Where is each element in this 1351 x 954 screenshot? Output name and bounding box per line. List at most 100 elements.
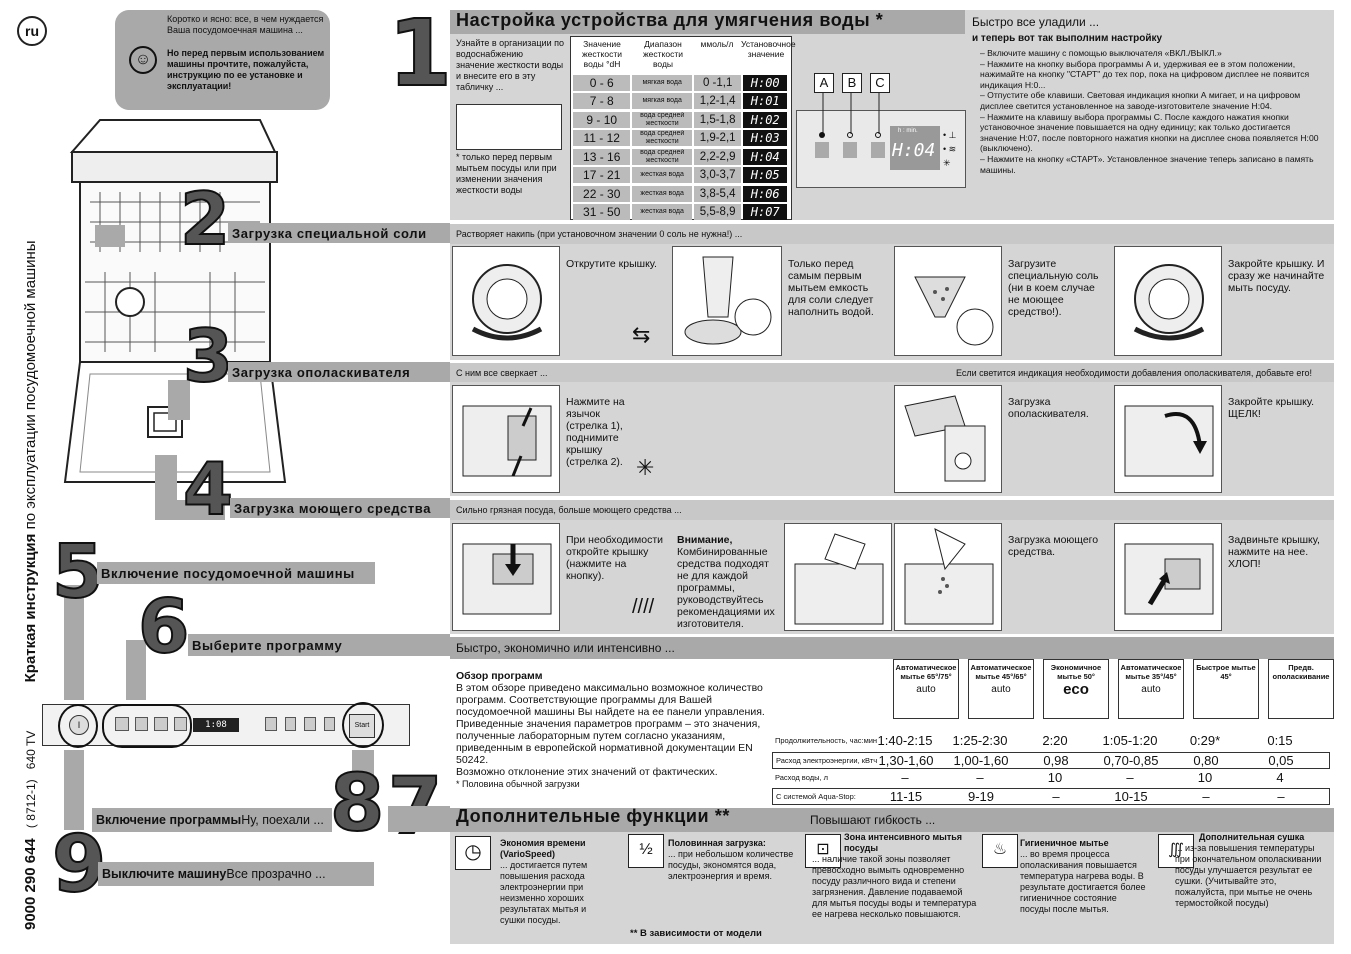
functions-bar bbox=[450, 808, 1334, 832]
step-number-4: 4 bbox=[182, 447, 234, 531]
button-a-label: A bbox=[814, 73, 834, 93]
program-buttons-highlight bbox=[102, 704, 192, 748]
hardness-cell-mmol: 0 -1,1 bbox=[693, 74, 742, 91]
spray-icon: //// bbox=[632, 596, 655, 618]
hardness-cell-range: жесткая вода bbox=[632, 185, 692, 202]
hardness-cell-mmol: 3,0-3,7 bbox=[693, 167, 742, 184]
program-row-value: 11-15 bbox=[889, 789, 923, 804]
hardness-cell-range: жесткая вода bbox=[632, 167, 692, 184]
hardness-cell-mmol: 1,2-1,4 bbox=[693, 93, 742, 110]
hardness-cell-mmol: 2,2-2,9 bbox=[693, 148, 742, 165]
program-button-b[interactable] bbox=[843, 142, 857, 158]
model-note: ** В зависимости от модели bbox=[630, 928, 762, 939]
instruction-5: – Нажмите на кнопку «СТАРТ». Установленн… bbox=[980, 153, 1314, 175]
program-row-value: 2:20 bbox=[1042, 733, 1068, 748]
lang-badge: ru bbox=[17, 16, 47, 46]
hardness-cell-set: H:04 bbox=[743, 148, 787, 165]
hardness-cell-set: H:06 bbox=[743, 185, 787, 202]
program-row-value: 9-19 bbox=[967, 789, 995, 804]
program-name: Предв. ополаскивание bbox=[1272, 663, 1330, 681]
intensive-zone-icon: ⊡ bbox=[805, 834, 841, 868]
program-symbol: auto bbox=[916, 684, 936, 695]
hardness-cell-range: вода средней жесткости bbox=[632, 148, 692, 165]
program-name: Экономичное мытье 50° bbox=[1050, 663, 1102, 681]
program-symbol: auto bbox=[1141, 684, 1161, 695]
program-row-value: 0:15 bbox=[1267, 733, 1293, 748]
hardness-cell-range: вода средней жесткости bbox=[632, 111, 692, 128]
col-head-mmol: ммоль/л bbox=[700, 39, 734, 49]
option-buttons[interactable] bbox=[265, 717, 335, 733]
rinse-illustration-1 bbox=[452, 385, 560, 493]
program-row-value: 0,80 bbox=[1193, 753, 1219, 768]
program-name: Автоматическое мытье 45°/65° bbox=[970, 663, 1032, 681]
flash-icon: ✳ bbox=[636, 455, 655, 480]
hardness-cell-range: мягкая вода bbox=[632, 93, 692, 110]
side-title-code2: ( 8712-1) bbox=[24, 779, 38, 829]
side-title-bold: Краткая инструкция bbox=[22, 533, 39, 683]
step-number-5: 5 bbox=[51, 529, 104, 615]
hardness-cell-set: H:00 bbox=[743, 74, 787, 91]
function-varioSpeed: Экономия времени (VarioSpeed) ... достиг… bbox=[500, 838, 588, 925]
program-row-value: 1,30-1,60 bbox=[878, 753, 934, 768]
detergent-subtitle: Сильно грязная посуда, больше моющего ср… bbox=[450, 500, 1334, 520]
salt-illustration-3 bbox=[894, 246, 1002, 356]
step-number-6: 6 bbox=[137, 584, 190, 670]
detergent-text-2: Внимание, Комбинированные средства подхо… bbox=[677, 534, 775, 630]
smiley-icon: ☺ bbox=[129, 46, 157, 74]
col-head-dh: Значение жесткости воды °dH bbox=[582, 39, 622, 69]
program-icon-2: Автоматическое мытье 45°/65° auto bbox=[968, 659, 1034, 719]
program-row-value: 0:29* bbox=[1189, 733, 1221, 748]
col-head-range: Диапазон жесткости воды bbox=[643, 39, 683, 69]
program-row-value: 1:05-1:20 bbox=[1102, 733, 1158, 748]
detergent-title: Загрузка моющего средства bbox=[230, 498, 450, 518]
hardness-cell-mmol: 3,8-5,4 bbox=[693, 185, 742, 202]
hardness-cell-dh: 13 - 16 bbox=[573, 148, 631, 165]
half-load-icon: ½ bbox=[628, 834, 664, 868]
side-title-code: 9000 290 644 bbox=[22, 838, 39, 930]
program-name: Быстрое мытье 45° bbox=[1196, 663, 1256, 681]
program-button-a[interactable] bbox=[815, 142, 829, 158]
softener-title: Настройка устройства для умягчения воды … bbox=[456, 10, 884, 30]
program-name: Автоматическое мытье 35°/45° bbox=[1120, 663, 1182, 681]
instruction-3: – Отпустите обе клавиши. Световая индика… bbox=[980, 90, 1301, 111]
function-intensive-zone: Зона интенсивного мытья посуды ... налич… bbox=[812, 832, 977, 919]
intro-line1: Коротко и ясно: все, в чем нуждается Ваш… bbox=[167, 14, 324, 35]
side-title: 9000 290 644 ( 8712-1) 640 TV Краткая ин… bbox=[22, 50, 39, 930]
side-title-model: 640 TV bbox=[24, 730, 38, 770]
softener-instructions: – Включите машину с помощью выключателя … bbox=[980, 48, 1325, 175]
button-c-label: C bbox=[870, 73, 890, 93]
switch-off-bar: Выключите машину Все прозрачно ... bbox=[98, 862, 374, 886]
detergent-illustration-1 bbox=[452, 523, 560, 631]
intro-line2: Но перед первым использованием машины пр… bbox=[167, 48, 325, 91]
detergent-text-3: Загрузка моющего средства. bbox=[1008, 534, 1099, 558]
hardness-table: Значение жесткости воды °dH Диапазон жес… bbox=[570, 36, 796, 222]
dishwasher-illustration bbox=[63, 119, 287, 483]
softener-footnote: * только перед первым мытьем посуды или … bbox=[456, 152, 557, 195]
softener-left-text: Узнайте в организации по водоснабжению з… bbox=[456, 38, 564, 92]
rinse-subtitle: С ним все сверкает ... Если светится инд… bbox=[450, 363, 1334, 382]
function-half-load: Половинная загрузка: ... при небольшом к… bbox=[668, 838, 794, 881]
program-symbol: auto bbox=[991, 684, 1011, 695]
power-on-title: Включение посудомоечной машины bbox=[97, 562, 375, 584]
detergent-text-1: При необходимости откройте крышку (нажми… bbox=[566, 534, 664, 582]
salt-arrows-icon: ⇆ bbox=[632, 322, 651, 347]
program-row-value: 1:40-2:15 bbox=[877, 733, 933, 748]
program-icon-4: Автоматическое мытье 35°/45° auto bbox=[1118, 659, 1184, 719]
hardness-input-box[interactable] bbox=[456, 104, 562, 150]
hardness-cell-mmol: 5,5-8,9 bbox=[693, 204, 742, 221]
program-button-c[interactable] bbox=[871, 142, 885, 158]
program-row-label: Расход воды, л bbox=[775, 773, 829, 782]
instruction-2: – Нажмите на кнопку выбора программы А и… bbox=[980, 58, 1310, 90]
program-row-value: – bbox=[1202, 789, 1210, 804]
programs-bar: Быстро, экономично или интенсивно ... bbox=[450, 637, 1334, 659]
step-number-1: 1 bbox=[387, 0, 453, 107]
rinse-illustration-3 bbox=[1114, 385, 1222, 493]
variospeed-icon: ◷ bbox=[455, 836, 491, 870]
led-a-icon bbox=[819, 132, 825, 138]
